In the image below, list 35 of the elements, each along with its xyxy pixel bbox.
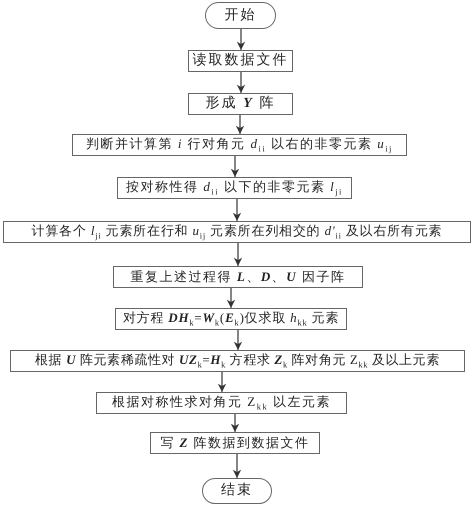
arrow bbox=[234, 330, 242, 350]
arrow bbox=[236, 115, 244, 134]
process-box bbox=[96, 392, 347, 414]
step-text: 读取数据文件 bbox=[192, 53, 288, 69]
arrow bbox=[236, 29, 246, 50]
process-box bbox=[72, 134, 407, 156]
step-text: 按对称性得 d$_{ii}$ 以下的非零元素 l$_{ji}$ bbox=[126, 180, 343, 196]
arrow bbox=[218, 372, 226, 392]
step-text: 开始 bbox=[224, 8, 256, 24]
process-box bbox=[150, 432, 320, 454]
step-text: 形成 Y 阵 bbox=[206, 96, 276, 112]
arrow bbox=[234, 243, 242, 266]
process-box bbox=[113, 266, 363, 288]
step-text: 重复上述过程得 L、D、U 因子阵 bbox=[130, 270, 346, 284]
terminal-box bbox=[205, 2, 276, 29]
step-text: 判断并计算第 i 行对角元 d$_{ii}$ 以右的非零元素 u$_{ij}$ bbox=[86, 136, 393, 154]
process-box bbox=[10, 350, 465, 372]
arrow bbox=[236, 72, 246, 93]
process-box bbox=[3, 221, 471, 243]
arrow bbox=[230, 414, 240, 432]
arrow bbox=[232, 454, 242, 478]
process-box bbox=[115, 308, 347, 330]
process-box bbox=[117, 177, 352, 199]
arrow bbox=[230, 156, 240, 177]
arrow bbox=[226, 288, 236, 308]
terminal-box bbox=[202, 478, 272, 504]
step-text: 对方程 DH$_{k}$=W$_{k}$(E$_{k}$)仅求取 h$_{kk}$ 元素 bbox=[122, 310, 340, 328]
step-text: 写 Z 阵数据到数据文件 bbox=[160, 436, 310, 450]
step-text: 根据对称性求对角元 Z$_{kk}$ 以左元素 bbox=[112, 394, 331, 412]
step-text: 根据 U 阵元素稀疏性对 UZ$_{k}$=H$_{k}$ 方程求 Z$_{k}$ 阵对角元 Z$_{kk}$ 及以上元素 bbox=[35, 352, 440, 370]
arrow bbox=[232, 199, 242, 221]
step-text: 计算各个 l$_{ji}$ 元素所在行和 u$_{ij}$ 元素所在列相交的 d'$_{ii}$ 及以右所有元素 bbox=[32, 224, 442, 240]
step-text: 结束 bbox=[221, 483, 253, 499]
process-box bbox=[188, 50, 293, 72]
process-box bbox=[188, 93, 293, 115]
